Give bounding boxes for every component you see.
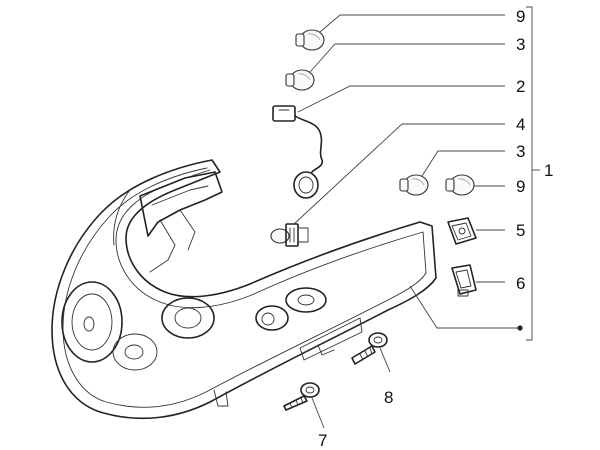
headlight-housing [51,159,437,420]
housing-ridge [113,189,131,246]
screw-part-8 [351,332,388,365]
housing-top-bracket [139,171,223,237]
housing-break-edge [149,219,176,273]
lower-left-hole [124,344,144,360]
headlight-bulb [270,223,309,247]
clip-part-5 [447,217,477,245]
housing-leader-dot [517,325,523,331]
callout-3-lower: 3 [516,142,525,161]
housing-inner-rim [62,167,427,408]
right-lamp-cavity-2 [285,287,327,313]
left-lamp-cavity [61,281,123,363]
callout-labels: 9 3 2 4 3 9 5 6 1 8 7 [318,7,553,450]
leader-lines [293,6,540,429]
bulb-3-upper [285,69,315,91]
centre-lamp-cavity [161,297,215,339]
callout-6: 6 [516,274,525,293]
callout-2: 2 [516,77,525,96]
screw-part-7 [283,382,320,411]
right-lamp-hole-2 [297,294,315,306]
harness-connector [272,105,296,122]
right-lamp-cavity-1 [255,305,289,331]
housing-outer-shell [51,159,437,420]
callout-4: 4 [516,115,525,134]
callout-1: 1 [544,161,553,180]
callout-8: 8 [384,388,393,407]
callout-9-upper: 9 [516,7,525,26]
housing-bracket-edge [151,185,209,206]
lower-left-cavity [112,333,158,371]
left-bulb-hole [83,316,95,332]
callout-9-lower: 9 [516,177,525,196]
right-lamp-hole-1 [261,312,275,326]
housing-tab-right [317,344,335,356]
housing-tab-left [213,389,229,407]
callout-3-upper: 3 [516,35,525,54]
bulb-3-lower [399,174,429,196]
callout-5: 5 [516,221,525,240]
harness-socket [293,171,319,199]
bulb-9-upper [295,29,325,51]
bulb-9-lower [445,174,475,196]
harness-cable [294,115,324,173]
housing-lower-flange [299,317,363,361]
clip-part-6 [451,264,477,297]
housing-break-edge-2 [179,209,196,251]
centre-reflector [174,307,202,329]
left-reflector [71,293,113,351]
wiring-harness [272,105,324,199]
callout-7: 7 [318,431,327,450]
